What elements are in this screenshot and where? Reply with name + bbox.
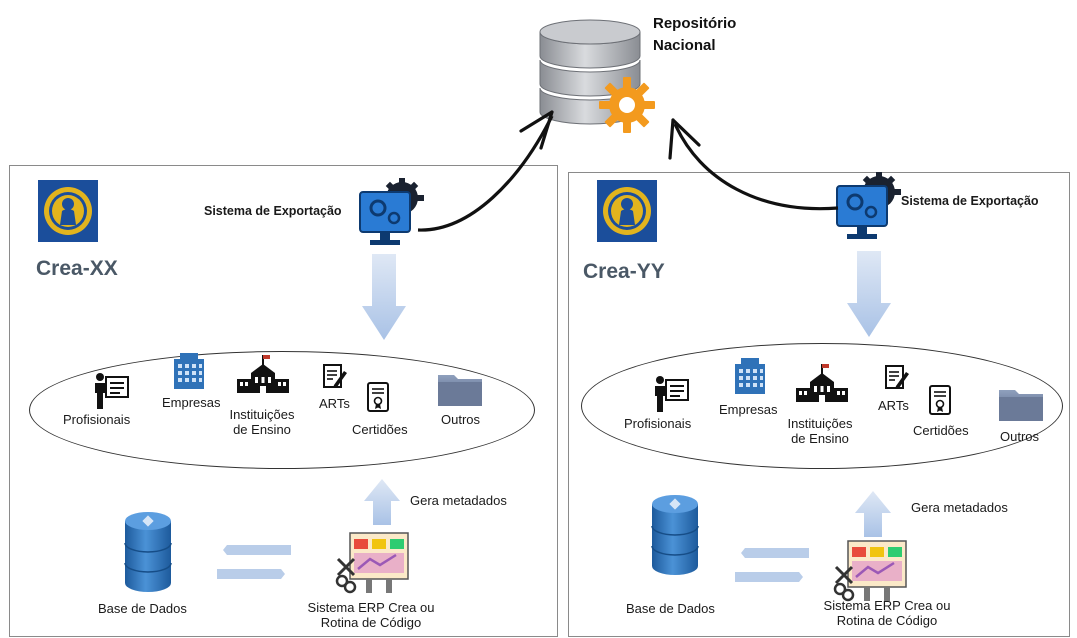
erp-software-icon-right (833, 540, 907, 602)
repository-title: Repositório Nacional (653, 13, 736, 57)
repository-title-line2: Nacional (653, 37, 716, 54)
flow-arrow-up-left (364, 479, 400, 525)
erp-software-icon-left (335, 532, 409, 594)
repository-gear-icon (599, 77, 655, 133)
crea-yy-logo-icon (597, 180, 657, 242)
crea-xx-logo-icon (38, 180, 98, 242)
export-system-label-left: Sistema de Exportação (204, 204, 342, 218)
professional-person-icon-right (655, 376, 689, 412)
label-instituicoes-right: Instituições de Ensino (772, 416, 868, 446)
certificate-document-icon-right (929, 385, 951, 415)
company-building-icon-right (735, 358, 765, 394)
label-arts-right: ARTs (878, 398, 909, 413)
other-folder-icon-right (999, 390, 1043, 421)
database-icon-left (124, 512, 172, 592)
label-erp-line1-left: Sistema ERP Crea ou (307, 600, 435, 615)
label-certidoes-left: Certidões (352, 422, 408, 437)
flow-arrow-down-right (847, 251, 891, 337)
label-erp-left: Sistema ERP Crea ou Rotina de Código (306, 600, 436, 630)
export-monitor-gear-icon-left (359, 178, 424, 245)
export-arrow-left-to-repository (417, 115, 554, 232)
database-icon-right (651, 495, 699, 575)
label-outros-left: Outros (441, 412, 481, 427)
export-arrow-right-to-repository (673, 123, 839, 211)
crea-xx-title: Crea-XX (36, 257, 118, 280)
label-base-dados-left: Base de Dados (98, 601, 187, 616)
export-arrowhead-right (668, 118, 701, 160)
label-gera-metadados-left: Gera metadados (410, 493, 507, 508)
label-instituicoes-line2-right: de Ensino (791, 431, 849, 446)
label-outros-right: Outros (1000, 429, 1040, 444)
label-arts-left: ARTs (319, 396, 350, 411)
crea-yy-title: Crea-YY (583, 260, 665, 283)
label-erp-right: Sistema ERP Crea ou Rotina de Código (822, 598, 952, 628)
other-folder-icon-left (438, 375, 482, 406)
flow-arrow-down-left (362, 254, 406, 340)
label-erp-line2-left: Rotina de Código (320, 615, 422, 630)
flow-arrow-up-right (855, 491, 891, 537)
professional-person-icon-left (95, 373, 129, 409)
export-monitor-gear-icon-right (836, 172, 901, 239)
label-empresas-right: Empresas (719, 402, 778, 417)
export-arrowhead-left (519, 110, 554, 150)
label-instituicoes-line1-right: Instituições (787, 416, 853, 431)
company-building-icon-left (174, 353, 204, 389)
art-document-edit-icon-left (323, 364, 347, 388)
repository-title-line1: Repositório (653, 15, 737, 32)
label-empresas-left: Empresas (162, 395, 221, 410)
export-system-label-right: Sistema de Exportação (901, 194, 1039, 208)
label-gera-metadados-right: Gera metadados (911, 500, 1008, 515)
label-instituicoes-left: Instituições de Ensino (214, 407, 310, 437)
school-building-icon-left (237, 355, 289, 393)
art-document-edit-icon-right (885, 365, 909, 389)
data-categories-ellipse-left (29, 351, 535, 469)
certificate-document-icon-left (367, 382, 389, 412)
label-erp-line2-right: Rotina de Código (836, 613, 938, 628)
data-categories-ellipse-right (581, 343, 1063, 469)
label-instituicoes-line1-left: Instituições (229, 407, 295, 422)
school-building-icon-right (796, 364, 848, 402)
label-instituicoes-line2-left: de Ensino (233, 422, 291, 437)
label-certidoes-right: Certidões (913, 423, 969, 438)
label-erp-line1-right: Sistema ERP Crea ou (823, 598, 951, 613)
label-profissionais-left: Profisionais (63, 412, 131, 427)
sync-arrows-icon-right (735, 548, 809, 582)
sync-arrows-icon-left (217, 545, 291, 579)
label-base-dados-right: Base de Dados (626, 601, 715, 616)
label-profissionais-right: Profisionais (624, 416, 692, 431)
